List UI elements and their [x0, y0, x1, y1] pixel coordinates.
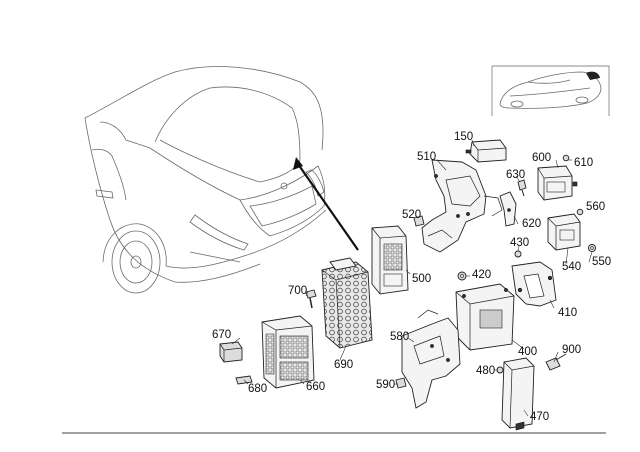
label-550: 550: [592, 256, 611, 268]
part-900-connector[interactable]: [545, 353, 567, 371]
part-540-control-unit[interactable]: [547, 213, 581, 251]
label-470: 470: [530, 411, 549, 423]
part-660-fuse-box[interactable]: [261, 315, 315, 389]
part-400-control-module[interactable]: [455, 283, 515, 351]
label-700: 700: [288, 285, 307, 297]
label-580: 580: [390, 331, 409, 343]
label-560: 560: [586, 201, 605, 213]
label-420: 420: [472, 269, 491, 281]
part-510-mounting-bracket[interactable]: [421, 159, 503, 253]
part-600-control-unit[interactable]: [537, 165, 578, 201]
inset-highlight-trunk: [586, 71, 600, 80]
part-620-bracket[interactable]: [499, 191, 517, 227]
label-500: 500: [412, 273, 431, 285]
part-150-control-module[interactable]: [465, 139, 507, 163]
part-500-fuse-relay-box[interactable]: [371, 225, 409, 295]
label-600: 600: [532, 152, 551, 164]
part-700-screw[interactable]: [305, 289, 317, 309]
label-510: 510: [417, 151, 436, 163]
label-900: 900: [562, 344, 581, 356]
label-610: 610: [574, 157, 593, 169]
part-560-screw[interactable]: [576, 208, 584, 216]
leader-lines: [231, 139, 593, 417]
part-470-control-unit[interactable]: [501, 357, 535, 431]
label-520: 520: [402, 209, 421, 221]
label-150: 150: [454, 131, 473, 143]
part-610-screw[interactable]: [562, 154, 570, 162]
label-680: 680: [248, 383, 267, 395]
label-540: 540: [562, 261, 581, 273]
part-590-clip[interactable]: [395, 377, 407, 389]
label-400: 400: [518, 346, 537, 358]
part-690-module-holder[interactable]: [321, 257, 373, 349]
part-630-clip[interactable]: [517, 179, 527, 197]
inset-car-outline: [499, 71, 602, 109]
label-660: 660: [306, 381, 325, 393]
part-labels: 150 510 600 610 630 560 520 620 430 540 …: [212, 131, 611, 423]
label-690: 690: [334, 359, 353, 371]
locator-inset: [491, 65, 610, 116]
part-420-screw[interactable]: [457, 271, 467, 281]
label-430: 430: [510, 237, 529, 249]
label-620: 620: [522, 218, 541, 230]
location-arrow: [293, 157, 359, 251]
part-550-screw[interactable]: [587, 243, 597, 253]
label-670: 670: [212, 329, 231, 341]
part-520-clip[interactable]: [413, 215, 425, 227]
label-410: 410: [558, 307, 577, 319]
part-580-support-bracket[interactable]: [401, 309, 461, 409]
vehicle-rear-outline: [84, 66, 327, 294]
label-590: 590: [376, 379, 395, 391]
part-430-screw[interactable]: [514, 250, 522, 258]
label-480: 480: [476, 365, 495, 377]
part-670-relay[interactable]: [219, 341, 243, 363]
label-630: 630: [506, 169, 525, 181]
part-410-bracket-frame[interactable]: [511, 261, 557, 307]
